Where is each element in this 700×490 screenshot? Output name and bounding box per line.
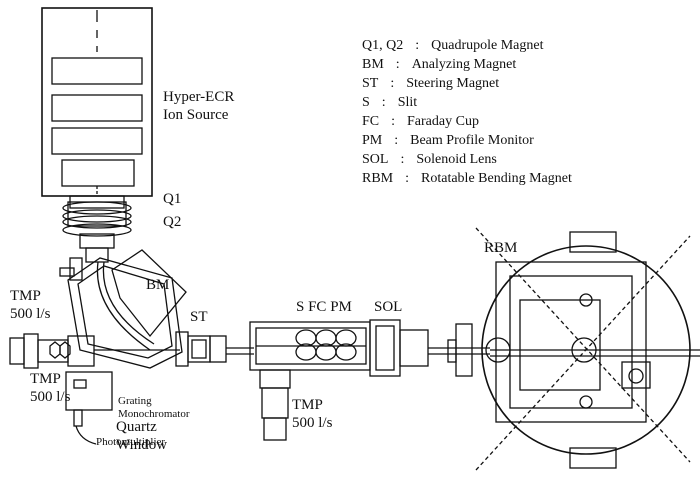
- legend-row-s: S:Slit: [362, 95, 418, 110]
- sol-label: SOL: [374, 299, 403, 315]
- legend-row-q1q2: Q1, Q2:Quadrupole Magnet: [362, 38, 544, 53]
- tmp-left-speed: 500 l/s: [10, 306, 51, 322]
- legend-row-rbm: RBM:Rotatable Bending Magnet: [362, 171, 572, 186]
- grating-label-line1: Grating: [118, 395, 152, 407]
- left-tmp-pipe: [9, 333, 180, 369]
- rbm-label: RBM: [484, 240, 518, 256]
- q1-label: Q1: [163, 191, 182, 207]
- legend-row-fc: FC:Faraday Cup: [362, 114, 479, 129]
- tmp-lower-label: TMP: [30, 371, 61, 387]
- tmp-mid-speed: 500 l/s: [292, 415, 333, 431]
- solenoid-lens: [369, 319, 490, 377]
- st-label: ST: [190, 309, 208, 325]
- photomultiplier-label: Photomultiplier: [96, 436, 166, 448]
- legend-row-bm: BM:Analyzing Magnet: [362, 57, 517, 72]
- legend-row-st: ST:Steering Magnet: [362, 76, 500, 91]
- bm-label: BM: [146, 277, 170, 293]
- steering-magnet: [175, 331, 254, 367]
- grating-label-line2: Monochromator: [118, 408, 190, 420]
- quartz-label-line2: Window: [116, 437, 168, 453]
- tmp-lower-speed: 500 l/s: [30, 389, 71, 405]
- analyzing-magnet: [59, 249, 187, 369]
- quadrupole-magnets: [62, 195, 132, 263]
- ion-source: [41, 7, 153, 197]
- legend-row-sol: SOL:Solenoid Lens: [362, 152, 497, 167]
- ion-source-label-line1: Hyper-ECR: [163, 89, 235, 105]
- diagnostic-chamber: [249, 321, 371, 441]
- s-fc-pm-label: S FC PM: [296, 299, 352, 315]
- q2-label: Q2: [163, 214, 182, 230]
- grating-monochromator: [65, 371, 113, 445]
- tmp-left-label: TMP: [10, 288, 41, 304]
- legend-row-pm: PM:Beam Profile Monitor: [362, 133, 534, 148]
- tmp-mid-label: TMP: [292, 397, 323, 413]
- quartz-label-line1: Quartz: [116, 419, 157, 435]
- rotatable-bending-magnet: [475, 227, 700, 471]
- ion-source-label-line2: Ion Source: [163, 107, 229, 123]
